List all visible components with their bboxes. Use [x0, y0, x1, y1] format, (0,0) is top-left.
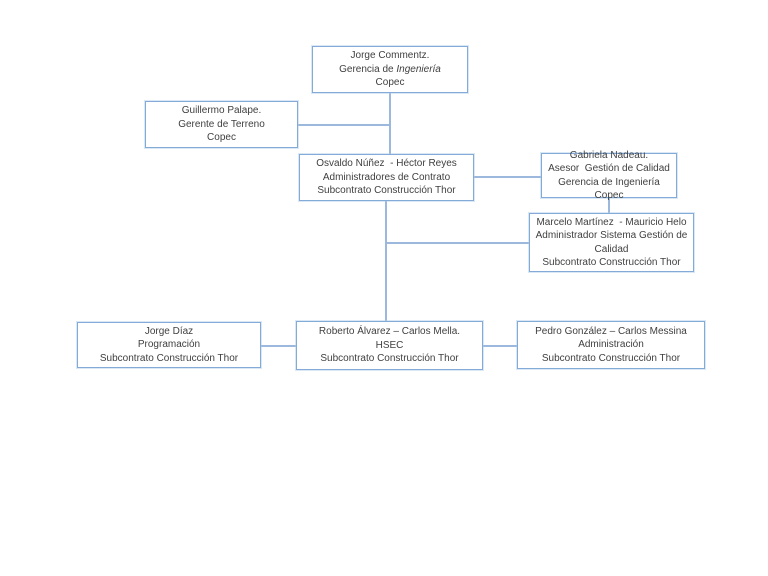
node-role-line: Gerente de Terreno	[178, 118, 265, 130]
node-name-line: Gabriela Nadeau.	[569, 149, 649, 161]
org-node-osvaldo-nunez: Osvaldo Núñez - Héctor Reyes Administrad…	[299, 154, 474, 201]
node-org-line: Subcontrato Construcción Thor	[320, 353, 459, 365]
node-name-line: Osvaldo Núñez - Héctor Reyes	[316, 158, 457, 170]
connector-osvaldo-to-roberto	[385, 201, 387, 321]
node-org-line: Copec	[375, 77, 405, 89]
node-org-line: Subcontrato Construcción Thor	[99, 352, 239, 364]
node-org-line: Subcontrato Construcción Thor	[317, 185, 456, 197]
node-role-line: Programación	[137, 339, 201, 351]
connector-osvaldo-to-gabriela	[474, 176, 541, 178]
node-role-line: Administradores de Contrato	[322, 171, 451, 183]
node-name-line: Jorge Díaz	[144, 325, 194, 337]
connector-trunk-to-marcelo	[386, 242, 529, 244]
node-role-line: Asesor Gestión de Calidad	[548, 163, 670, 174]
org-node-marcelo-martinez: Marcelo Martínez - Mauricio Helo Adminis…	[529, 213, 694, 272]
org-node-jorge-diaz: Jorge Díaz Programación Subcontrato Cons…	[77, 322, 261, 368]
node-role-line: Administración	[578, 339, 644, 351]
connector-commentz-to-osvaldo	[389, 93, 391, 154]
node-name-line: Jorge Commentz.	[350, 50, 430, 62]
org-node-jorge-commentz: Jorge Commentz. Gerencia de Ingeniería C…	[312, 46, 468, 93]
org-node-guillermo-palape: Guillermo Palape. Gerente de Terreno Cop…	[145, 101, 298, 148]
node-name-line: Marcelo Martínez - Mauricio Helo	[536, 216, 687, 228]
node-name-line: Roberto Álvarez – Carlos Mella.	[318, 326, 461, 338]
org-node-gabriela-nadeau: Gabriela Nadeau. Asesor Gestión de Calid…	[541, 150, 677, 201]
node-role-line: HSEC	[375, 339, 404, 351]
role-text-italic: Ingeniería	[396, 63, 441, 75]
node-name-line: Guillermo Palape.	[181, 105, 262, 117]
org-node-pedro-gonzalez: Pedro González – Carlos Messina Administ…	[517, 321, 705, 369]
connector-gabriela-to-marcelo	[608, 198, 610, 213]
node-role-line: Gerencia de Ingeniería	[339, 63, 441, 77]
node-org-line: Gerencia de Ingeniería Copec	[558, 176, 663, 202]
node-role-line: Administrador Sistema Gestión de Calidad	[535, 230, 691, 255]
node-org-line: Subcontrato Construcción Thor	[542, 257, 681, 268]
connector-diaz-to-roberto	[261, 345, 296, 347]
connector-roberto-to-pedro	[483, 345, 517, 347]
node-name-line: Pedro González – Carlos Messina	[535, 325, 687, 337]
connector-palape-to-trunk	[298, 124, 390, 126]
org-node-roberto-alvarez: Roberto Álvarez – Carlos Mella. HSEC Sub…	[296, 321, 483, 370]
node-org-line: Subcontrato Construcción Thor	[541, 352, 681, 364]
role-text: Gerencia de	[339, 63, 397, 75]
node-org-line: Copec	[207, 132, 236, 144]
